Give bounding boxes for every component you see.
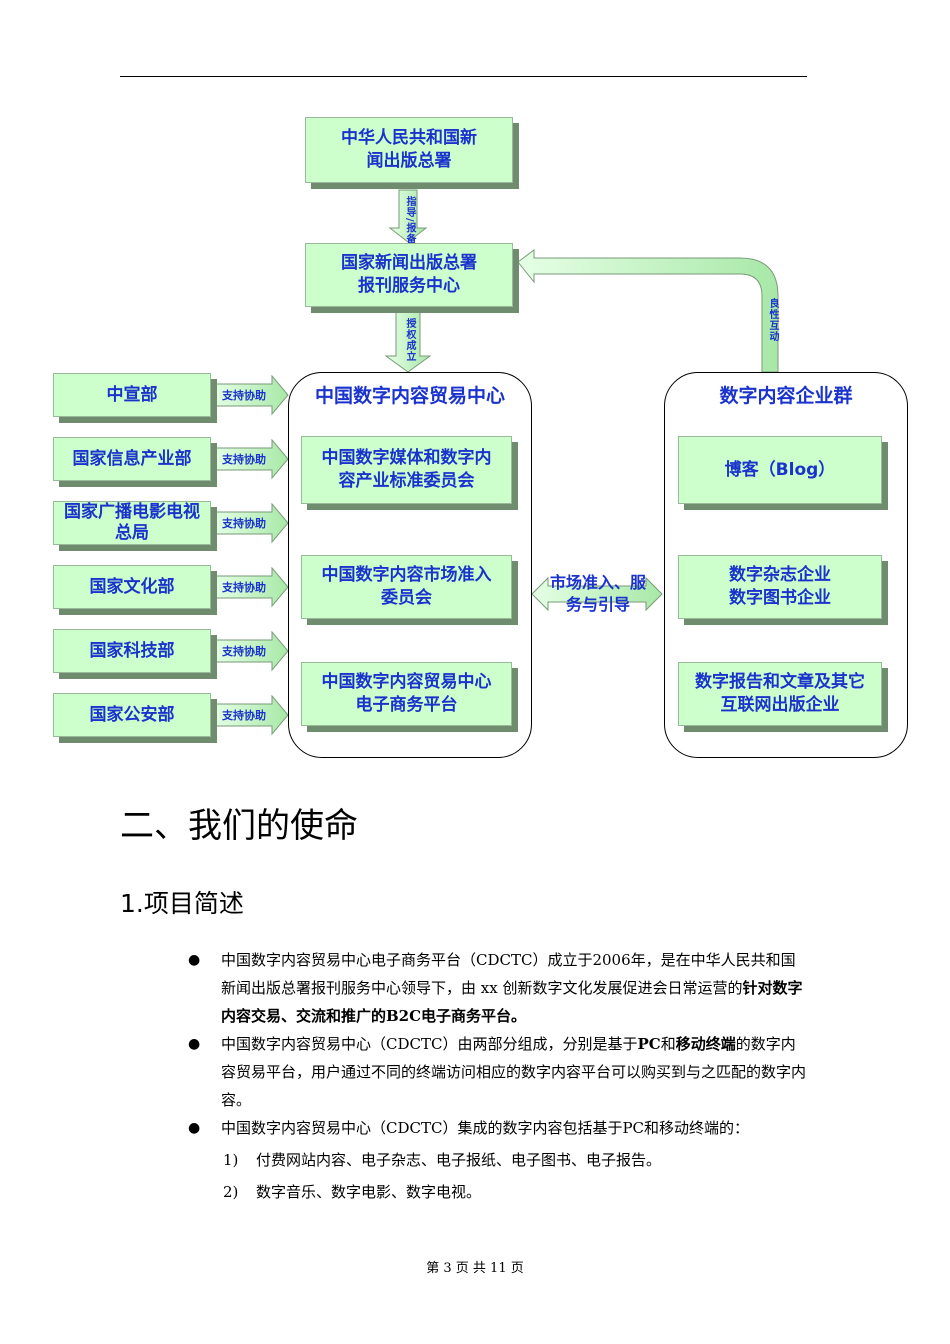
header-rule <box>120 76 807 77</box>
feedback-arrow-label: 良性互动 <box>767 298 778 342</box>
ministry-box-3: 国家文化部 <box>53 565 211 609</box>
bullet-item: ●中国数字内容贸易中心（CDCTC）集成的数字内容包括基于PC和移动终端的： <box>188 1114 808 1142</box>
bullet-dot-icon: ● <box>188 952 201 968</box>
market-access-box: 中国数字内容市场准入委员会 <box>301 555 512 619</box>
support-arrow-1 <box>211 438 289 480</box>
gapp-box: 中华人民共和国新闻出版总署 <box>305 117 513 183</box>
subsection-title: 1.项目简述 <box>120 889 244 918</box>
support-arrow-label-1: 支持协助 <box>222 453 266 466</box>
cdctc-title: 中国数字内容贸易中心 <box>314 385 505 407</box>
page-footer: 第 3 页 共 11 页 <box>426 1261 524 1276</box>
bullet-item: ●中国数字内容贸易中心电子商务平台（CDCTC）成立于2006年，是在中华人民共… <box>188 946 808 1030</box>
report-publisher-box: 数字报告和文章及其它互联网出版企业 <box>678 662 882 726</box>
bullet-item: ●中国数字内容贸易中心（CDCTC）由两部分组成，分别是基于PC和移动终端的数字… <box>188 1030 808 1114</box>
support-arrow-3 <box>211 566 289 608</box>
support-arrow-label-0: 支持协助 <box>222 389 266 402</box>
gapp-arrow-label: 指导/报备 <box>404 196 415 245</box>
support-arrow-4 <box>211 630 289 672</box>
ministry-box-0: 中宣部 <box>53 373 211 417</box>
magazine-book-box: 数字杂志企业数字图书企业 <box>678 555 882 619</box>
standards-committee-box: 中国数字媒体和数字内容产业标准委员会 <box>301 436 512 504</box>
ministry-box-5: 国家公安部 <box>53 693 211 737</box>
center-arrow-label: 授权成立 <box>404 318 415 362</box>
service-center-box: 国家新闻出版总署报刊服务中心 <box>305 243 513 307</box>
ministry-box-4: 国家科技部 <box>53 629 211 673</box>
arrow-feedback <box>517 249 779 373</box>
bullet-list: ●中国数字内容贸易中心电子商务平台（CDCTC）成立于2006年，是在中华人民共… <box>188 946 808 1206</box>
ministry-box-2: 国家广播电影电视总局 <box>53 501 211 545</box>
ministry-box-1: 国家信息产业部 <box>53 437 211 481</box>
bullet-dot-icon: ● <box>188 1036 201 1052</box>
blog-box: 博客（Blog） <box>678 436 882 504</box>
support-arrow-label-2: 支持协助 <box>222 517 266 530</box>
bullet-dot-icon: ● <box>188 1120 201 1136</box>
numbered-item: 1)付费网站内容、电子杂志、电子报纸、电子图书、电子报告。 <box>223 1151 662 1169</box>
support-arrow-5 <box>211 694 289 736</box>
section-title: 二、我们的使命 <box>120 806 358 846</box>
support-arrow-label-5: 支持协助 <box>222 709 266 722</box>
enterprise-title: 数字内容企业群 <box>719 385 853 407</box>
support-arrow-label-4: 支持协助 <box>222 645 266 658</box>
support-arrow-0 <box>211 374 289 416</box>
support-arrow-label-3: 支持协助 <box>222 581 266 594</box>
arrow-center-cdctc <box>384 311 432 373</box>
arrow-double <box>531 576 663 612</box>
ecommerce-platform-box: 中国数字内容贸易中心电子商务平台 <box>301 662 512 726</box>
arrow-gapp-center <box>388 189 428 243</box>
support-arrow-2 <box>211 502 289 544</box>
numbered-item: 2)数字音乐、数字电影、数字电视。 <box>223 1183 482 1201</box>
middle-arrow-label: 市场准入、服 务与引导 <box>549 573 646 614</box>
